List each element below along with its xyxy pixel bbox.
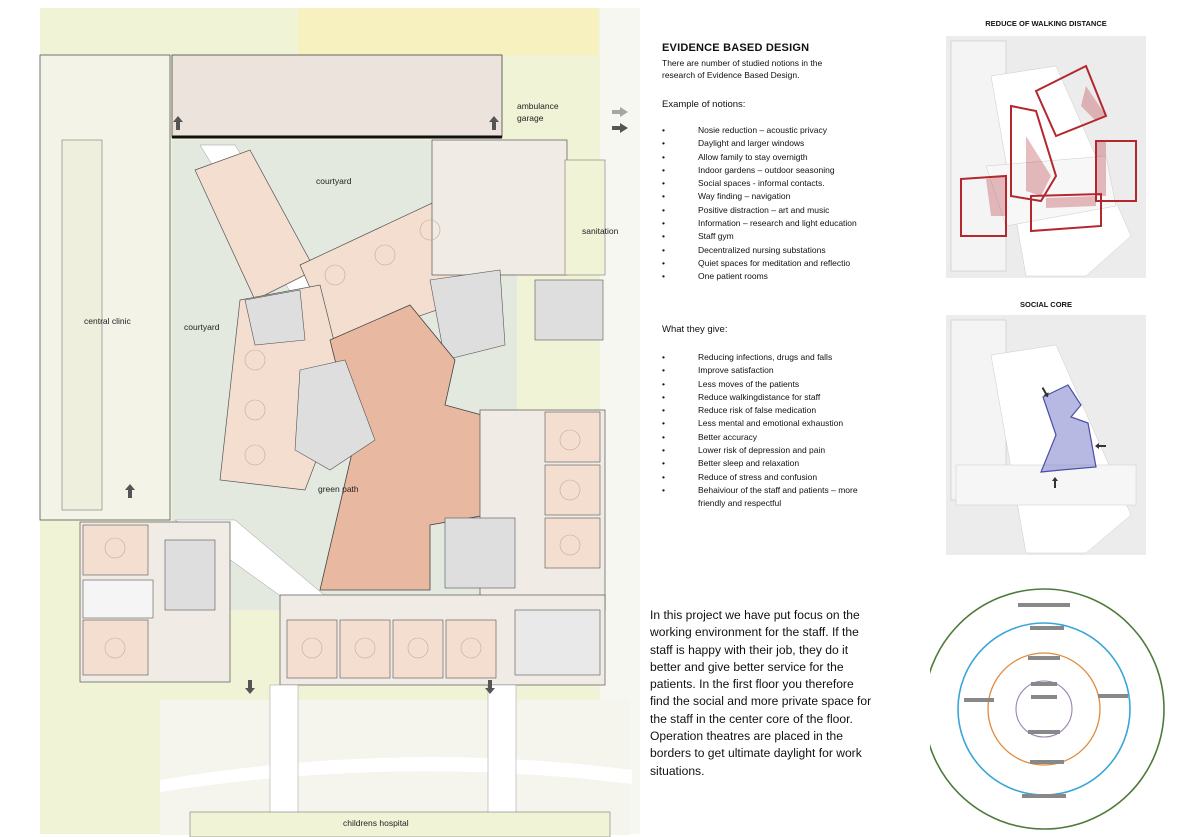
notions-heading: Example of notions: <box>662 99 746 110</box>
ebd-intro-line-2: research of Evidence Based Design. <box>662 70 800 80</box>
grey-block-sw <box>164 539 216 611</box>
paragraph-line: Operation theatres are placed in the <box>650 729 843 744</box>
paragraph-line: situations. <box>650 763 705 778</box>
floor-plan <box>39 8 640 837</box>
ring-outer <box>930 588 1165 830</box>
grey-block-center <box>294 359 376 471</box>
focus-paragraph: In this project we have put focus on the… <box>650 607 895 780</box>
top-yellow-building <box>298 8 598 56</box>
entrance-arrows <box>125 107 628 694</box>
list-item: Positive distraction – art and music <box>662 204 857 218</box>
walking-distance-diagram <box>946 36 1146 278</box>
stair-core <box>514 609 601 676</box>
ring-orange <box>987 652 1101 766</box>
top-building <box>171 54 503 138</box>
list-item: Social spaces - informal contacts. <box>662 177 857 191</box>
grey-block-east <box>534 279 604 341</box>
social-core-title: SOCIAL CORE <box>1020 300 1072 309</box>
staff-zones-rings-diagram <box>930 588 1165 830</box>
path-south-2 <box>487 684 517 836</box>
benefits-list: Reducing infections, drugs and falls Imp… <box>662 351 858 511</box>
list-item: Information – research and light educati… <box>662 217 857 231</box>
list-item: Reducing infections, drugs and falls <box>662 351 858 365</box>
list-item: Staff gym <box>662 230 857 244</box>
ebd-title: EVIDENCE BASED DESIGN <box>662 42 810 54</box>
theatre-1 <box>544 411 601 463</box>
road-area <box>600 8 640 834</box>
ring-purple <box>1015 680 1073 738</box>
room-sw2 <box>82 619 149 676</box>
building-east-top <box>431 139 568 276</box>
label-green-path: green path <box>318 484 359 494</box>
sanitation-block <box>564 159 606 276</box>
path-south-1 <box>269 684 299 836</box>
room-b3 <box>392 619 444 679</box>
list-item: Reduce of stress and confusion <box>662 471 858 485</box>
list-item-continuation: friendly and respectful <box>698 498 782 509</box>
childrens-hospital-building <box>189 811 611 837</box>
list-item: Quiet spaces for meditation and reflecti… <box>662 257 857 271</box>
theatre-3 <box>544 517 601 569</box>
list-item: Daylight and larger windows <box>662 137 857 151</box>
list-item: Way finding – navigation <box>662 190 857 204</box>
room-b1 <box>286 619 338 679</box>
paragraph-line: In this project we have put focus on the <box>650 608 860 622</box>
room-b4 <box>445 619 497 679</box>
list-item: Better sleep and relaxation <box>662 457 858 471</box>
grey-block-west <box>244 289 306 346</box>
social-core-diagram <box>946 315 1146 555</box>
room-sw1 <box>82 524 149 576</box>
central-clinic-corridor <box>61 139 103 511</box>
list-item: Decentralized nursing substations <box>662 244 857 258</box>
paragraph-line: the staff in the center core of the floo… <box>650 711 853 726</box>
label-ambulance-garage-2: garage <box>517 113 544 123</box>
list-item: Reduce walkingdistance for staff <box>662 391 858 405</box>
list-item: Lower risk of depression and pain <box>662 444 858 458</box>
ring-blue <box>957 622 1131 796</box>
paragraph-line: borders to get ultimate daylight for wor… <box>650 746 862 761</box>
ambulance-garage-zone <box>500 55 595 140</box>
list-item: Improve satisfaction <box>662 364 858 378</box>
room-sw3 <box>82 579 154 619</box>
list-item: Indoor gardens – outdoor seasoning <box>662 164 857 178</box>
central-clinic-building <box>39 54 171 521</box>
list-item: Better accuracy <box>662 431 858 445</box>
label-courtyard-left: courtyard <box>184 322 220 332</box>
list-item: Reduce risk of false medication <box>662 404 858 418</box>
grey-block-east-low <box>444 517 516 589</box>
list-item: Nosie reduction – acoustic privacy <box>662 124 857 138</box>
room-b2 <box>339 619 391 679</box>
ebd-intro-line-1: There are number of studied notions in t… <box>662 58 823 68</box>
list-item: Allow family to stay overnigth <box>662 151 857 165</box>
theatre-2 <box>544 464 601 516</box>
list-item: Less moves of the patients <box>662 378 858 392</box>
grey-block-mid <box>429 269 506 361</box>
room-fixtures <box>104 219 581 659</box>
list-item: Less mental and emotional exhaustion <box>662 417 858 431</box>
benefits-heading: What they give: <box>662 324 728 335</box>
ring-bars <box>964 603 1128 798</box>
paragraph-line: staff is happy with their job, they do i… <box>650 642 849 657</box>
list-item: One patient rooms <box>662 270 857 284</box>
label-ambulance-garage-1: ambulance <box>517 101 559 111</box>
paragraph-line: working environment for the staff. If th… <box>650 625 859 640</box>
paragraph-line: patients. In the first floor you therefo… <box>650 677 854 692</box>
label-central-clinic: central clinic <box>84 316 131 326</box>
paragraph-line: find the social and more private space f… <box>650 694 872 709</box>
label-sanitation: sanitation <box>582 226 619 236</box>
walking-distance-title: REDUCE OF WALKING DISTANCE <box>985 19 1107 28</box>
notions-list: Nosie reduction – acoustic privacy Dayli… <box>662 124 857 284</box>
paragraph-line: better and give better service for the <box>650 659 844 674</box>
label-courtyard-top: courtyard <box>316 176 352 186</box>
list-item: Behaiviour of the staff and patients – m… <box>662 484 858 498</box>
label-childrens-hospital: childrens hospital <box>343 818 409 828</box>
